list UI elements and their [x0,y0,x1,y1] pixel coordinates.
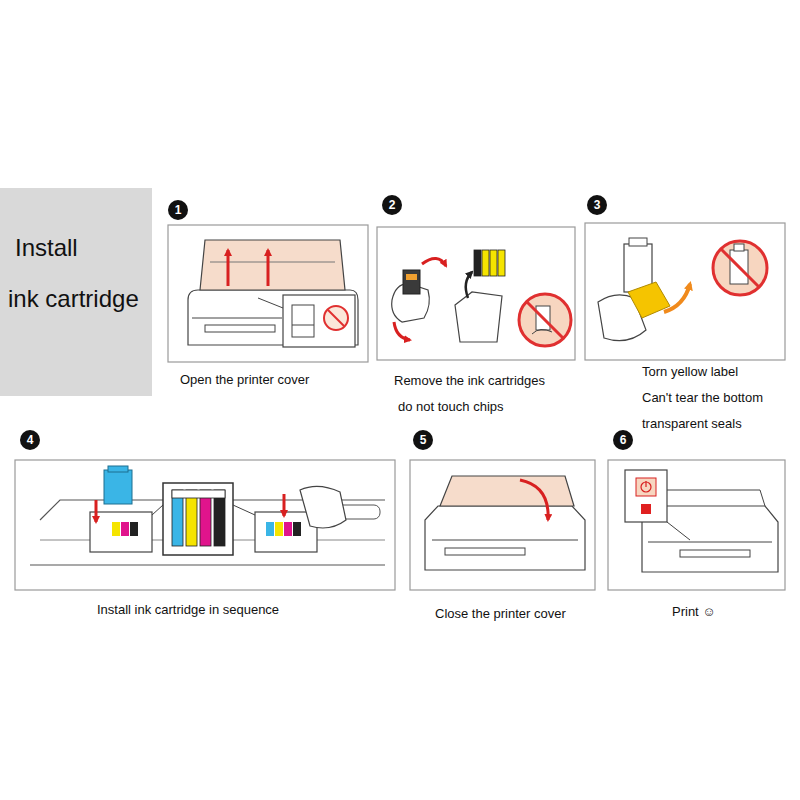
step-caption: Remove the ink cartridges [394,368,545,394]
step-panel-remove-cartridges [377,227,575,360]
step-panel-remove-cartridges-part [474,250,481,276]
step-panel-open-cover-part [324,306,348,330]
step-panel-close-cover-part [410,460,595,590]
step-panel-print-part [648,542,772,543]
step-panel-open-cover-part [258,298,283,308]
step-panel-install-sequence-part [293,522,301,536]
step-panel-remove-cartridges-part [498,250,505,276]
step-panel-open-cover-part [200,240,345,290]
step-panel-install-sequence-part [95,500,98,522]
step-panel-print-part [641,504,651,514]
step-panel-print [608,460,785,590]
step-panel-open-cover-part [292,305,314,337]
callout-number: 5 [420,434,427,446]
step-caption: Can't tear the bottom transparent seals [642,385,792,437]
step-panel-tear-label-part [585,223,785,360]
step-number-circle: 6 [613,430,633,450]
step-panel-remove-cartridges-part [527,302,563,338]
step-panel-tear-label-part [721,249,759,287]
step-panel-install-sequence-part [130,522,138,536]
step-panel-print-part [608,460,785,590]
step-panel-remove-cartridges-part [482,250,489,276]
step-caption: do not touch chips [398,394,504,420]
step-panel-open-cover-part [205,325,275,332]
title-text: Install [15,234,78,262]
callout-number: 2 [389,199,396,211]
step-panel-remove-cartridges-part [490,250,497,276]
step-caption: Torn yellow label [642,359,738,385]
step-panel-remove-cartridges-part [466,272,472,298]
title-band: Install ink cartridge [0,188,152,396]
step-panel-install-sequence-part [283,494,286,516]
step-panel-print-part [636,478,656,496]
step-panel-remove-cartridges-part [455,292,502,342]
step-caption: Install ink cartridge in sequence [97,597,279,623]
step-panel-print-part [667,522,690,540]
callout-number: 6 [620,434,627,446]
step-panel-install-sequence-part [284,522,292,536]
step-panel-open-cover-part [168,225,368,362]
step-panel-remove-cartridges-part [532,329,552,334]
step-panel-open-cover-part [283,295,355,347]
step-caption: Close the printer cover [435,601,566,627]
step-panel-open-cover-part [192,318,282,319]
step-panel-tear-label [585,223,785,360]
step-panel-remove-cartridges-part [377,227,575,360]
step-panel-open-cover-part [292,325,314,326]
step-panel-install-sequence-part [15,460,395,590]
step-number-circle: 2 [382,195,402,215]
step-panel-open-cover [168,225,368,362]
step-panel-print-part [625,470,667,522]
step-panel-remove-cartridges-part [403,270,420,294]
step-number-circle: 5 [413,430,433,450]
step-panel-print-part [760,490,765,506]
step-panel-tear-label-part [629,238,647,246]
step-panel-remove-cartridges-part [406,274,417,280]
step-panel-install-sequence-part [90,512,152,552]
step-panel-install-sequence-part [112,522,120,536]
step-caption: Print ☺ [672,599,716,625]
step-number-circle: 4 [20,430,40,450]
step-panel-close-cover-part [425,506,585,570]
step-panel-install-sequence-part [275,522,283,536]
step-caption: Open the printer cover [180,367,309,393]
step-panel-print-part [662,490,760,491]
title-text: ink cartridge [8,285,139,313]
step-panel-close-cover-part [440,476,574,506]
step-panel-tear-label-part [713,241,767,295]
step-panel-install-sequence-part [30,564,385,565]
step-panel-open-cover-part [267,250,270,286]
step-panel-close-cover [410,460,595,590]
step-panel-install-sequence-part [104,470,132,504]
step-panel-close-cover-part [432,540,578,541]
step-panel-remove-cartridges-part [422,258,446,266]
callout-number: 1 [175,204,182,216]
step-panel-open-cover-part [227,250,230,286]
step-panel-tear-label-part [664,284,690,312]
step-panel-install-sequence-part [172,490,225,498]
step-number-circle: 3 [587,195,607,215]
step-panel-install-sequence-part [121,522,129,536]
step-panel-print-part [641,482,651,492]
step-panel-remove-cartridges-part [394,322,410,340]
step-panel-install-sequence-part [152,505,163,515]
step-number-circle: 1 [168,200,188,220]
step-panel-install-sequence-part [108,466,128,472]
step-panel-install-sequence-part [163,483,233,555]
step-panel-install-sequence [15,460,395,590]
step-panel-remove-cartridges-part [519,294,571,346]
step-panel-close-cover-part [445,548,525,555]
callout-number: 3 [594,199,601,211]
step-panel-print-part [645,481,646,487]
step-panel-tear-label-part [628,282,670,318]
step-panel-install-sequence-part [300,486,346,528]
step-panel-install-sequence-part [233,505,255,515]
callout-number: 4 [27,434,34,446]
step-panel-open-cover-part [328,310,344,326]
step-panel-install-sequence-part [266,522,274,536]
step-panel-print-part [680,550,750,557]
step-panel-tear-label-part [734,244,744,251]
step-panel-close-cover-part [520,480,548,520]
